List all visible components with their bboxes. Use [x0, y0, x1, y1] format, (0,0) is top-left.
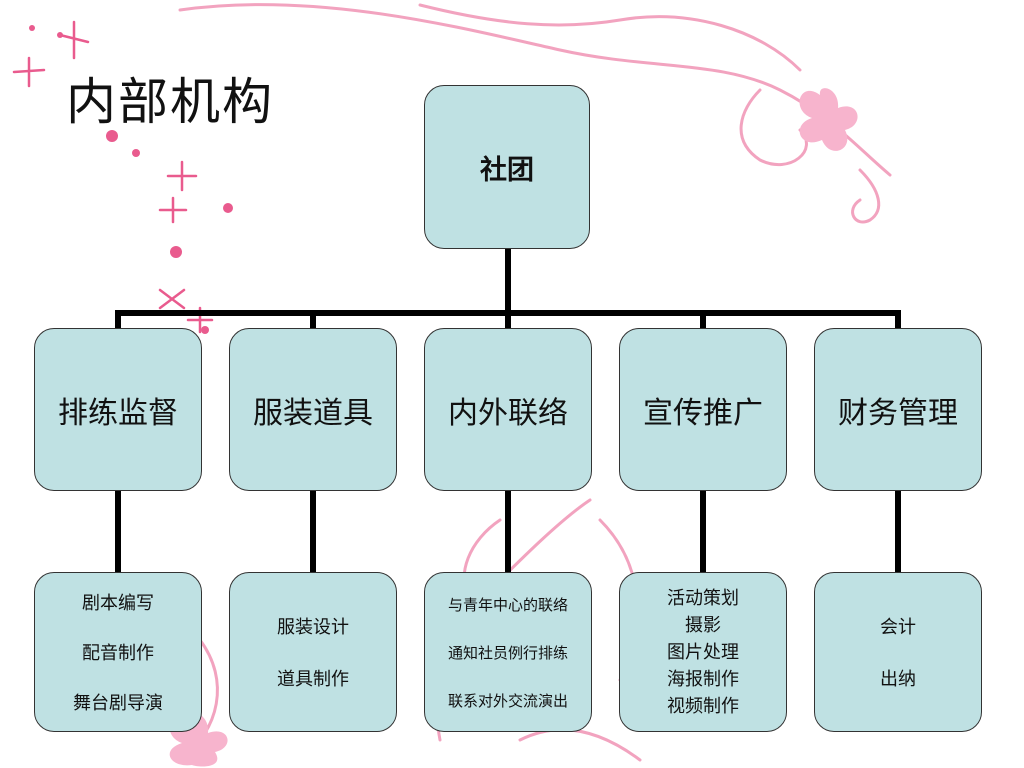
task-item: 活动策划	[667, 587, 739, 609]
task-item: 服装设计	[277, 617, 349, 638]
dept-label: 宣传推广	[643, 395, 763, 431]
task-item: 出纳	[880, 669, 916, 690]
org-root-box: 社团	[424, 85, 590, 249]
task-item: 会计	[880, 617, 916, 638]
dept-box-rehearsal-supervision: 排练监督	[34, 328, 202, 491]
dept-box-liaison: 内外联络	[424, 328, 592, 491]
dept-label: 财务管理	[838, 395, 958, 431]
dept-box-publicity: 宣传推广	[619, 328, 787, 491]
task-item: 剧本编写	[82, 593, 154, 614]
task-box-finance: 会计 出纳	[814, 572, 982, 732]
task-item: 配音制作	[82, 643, 154, 664]
task-item: 海报制作	[667, 668, 739, 690]
task-item: 摄影	[685, 614, 721, 636]
task-box-costume-props: 服装设计 道具制作	[229, 572, 397, 732]
dept-box-costume-props: 服装道具	[229, 328, 397, 491]
task-item: 与青年中心的联络	[447, 595, 568, 614]
task-item: 联系对外交流演出	[447, 691, 568, 710]
task-item: 图片处理	[667, 641, 739, 663]
dept-label: 服装道具	[253, 395, 373, 431]
dept-box-finance: 财务管理	[814, 328, 982, 491]
task-item: 通知社员例行排练	[447, 643, 568, 662]
slide-title: 内部机构	[66, 73, 274, 131]
task-item: 道具制作	[277, 669, 349, 690]
org-root-label: 社团	[480, 154, 534, 186]
task-item: 舞台剧导演	[73, 693, 163, 714]
dept-label: 排练监督	[58, 395, 178, 431]
task-box-liaison: 与青年中心的联络 通知社员例行排练 联系对外交流演出	[424, 572, 592, 732]
task-box-rehearsal-supervision: 剧本编写 配音制作 舞台剧导演	[34, 572, 202, 732]
task-item: 视频制作	[667, 695, 739, 717]
task-box-publicity: 活动策划 摄影 图片处理 海报制作 视频制作	[619, 572, 787, 732]
dept-label: 内外联络	[448, 395, 568, 431]
